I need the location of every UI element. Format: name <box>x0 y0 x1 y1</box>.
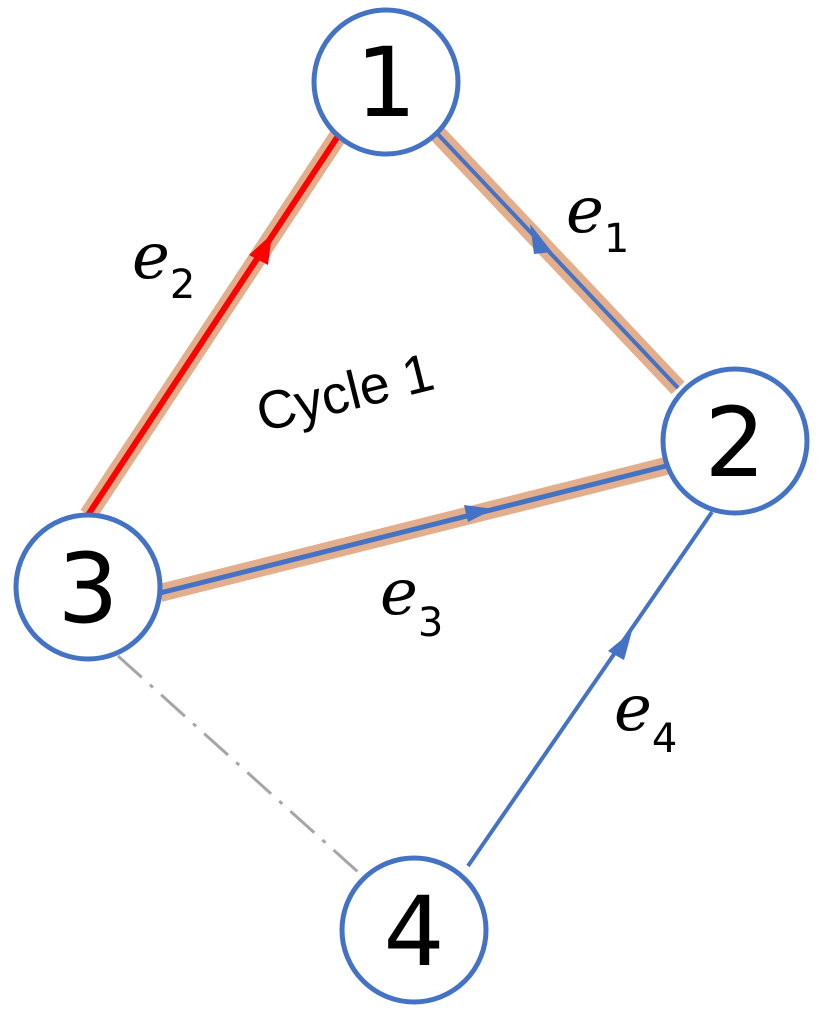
edge-label-e2-sub: 2 <box>170 262 195 308</box>
edge-label-e1-sub: 1 <box>604 216 629 262</box>
edge-label-e2-base: e <box>132 220 170 294</box>
edge-label-e1: e1 <box>566 174 629 262</box>
edge-label-e1-base: e <box>566 174 604 248</box>
node-3-circle <box>13 512 163 662</box>
node-4-circle <box>339 855 489 1005</box>
node-1: 1 <box>311 7 461 157</box>
edge-e4-arrowhead <box>608 631 632 660</box>
edge-label-e3-base: e <box>380 556 418 630</box>
edge-e1-arrowhead <box>530 224 552 254</box>
edge-e3 <box>159 463 667 596</box>
edge-label-e3-sub: 3 <box>418 600 443 646</box>
edge-label-e2: e2 <box>132 220 195 308</box>
edges <box>85 126 714 868</box>
node-3-label: 3 <box>57 533 118 645</box>
edge-e4 <box>466 510 714 868</box>
node-4: 4 <box>339 855 489 1005</box>
cycle-label: Cycle 1 <box>250 342 439 444</box>
edge-label-e4-sub: 4 <box>652 716 677 762</box>
edge-e2-arrowhead <box>249 234 272 265</box>
node-2-circle <box>660 366 810 516</box>
edge-label-e4-base: e <box>614 672 652 746</box>
edge-e2 <box>85 131 343 517</box>
node-2: 2 <box>660 366 810 516</box>
node-1-circle <box>311 7 461 157</box>
edge-e1 <box>430 126 680 390</box>
edge-label-e4: e4 <box>614 672 677 762</box>
dashed-edge-3-4 <box>116 654 360 874</box>
node-1-label: 1 <box>355 27 416 139</box>
node-4-label: 4 <box>383 876 444 988</box>
node-2-label: 2 <box>704 387 765 499</box>
node-3: 3 <box>13 512 163 662</box>
edge-e3-arrowhead <box>464 505 494 522</box>
nodes: 1 2 3 4 <box>13 7 810 1005</box>
edge-label-e3: e3 <box>380 556 443 646</box>
